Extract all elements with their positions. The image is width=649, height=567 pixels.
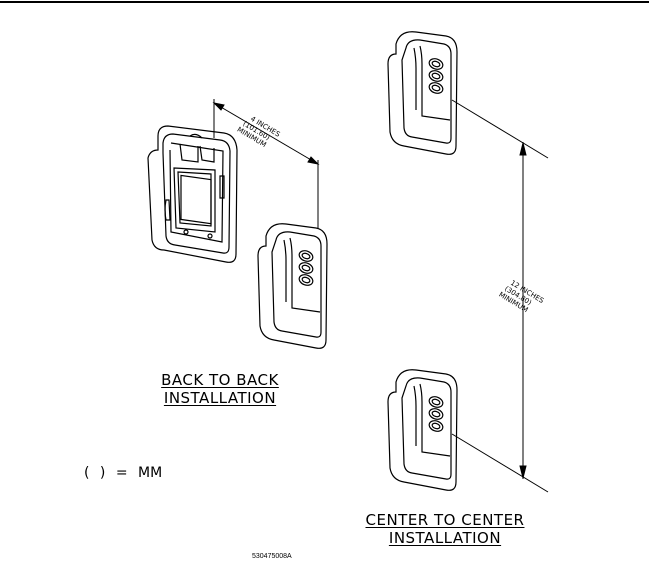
units-legend: ( ) = MM bbox=[84, 465, 162, 481]
front-device-top-right bbox=[388, 32, 457, 155]
center-to-center-caption: CENTER TO CENTER INSTALLATION bbox=[350, 511, 540, 547]
front-device-bottom-right bbox=[388, 370, 457, 491]
back-to-back-line1: BACK TO BACK bbox=[150, 371, 290, 389]
dimension-12-inch-label: 12 INCHES (304.80) MINIMUM bbox=[497, 277, 545, 319]
back-to-back-line2: INSTALLATION bbox=[150, 389, 290, 407]
front-device-left bbox=[258, 224, 327, 349]
part-number: 530475008A bbox=[252, 553, 292, 560]
open-back-plate-device bbox=[148, 126, 237, 262]
back-to-back-caption: BACK TO BACK INSTALLATION bbox=[150, 371, 290, 407]
center-to-center-line1: CENTER TO CENTER bbox=[350, 511, 540, 529]
dimension-4-inch-label: 4 INCHES (101.60) MINIMUM bbox=[236, 112, 282, 153]
center-to-center-line2: INSTALLATION bbox=[350, 529, 540, 547]
